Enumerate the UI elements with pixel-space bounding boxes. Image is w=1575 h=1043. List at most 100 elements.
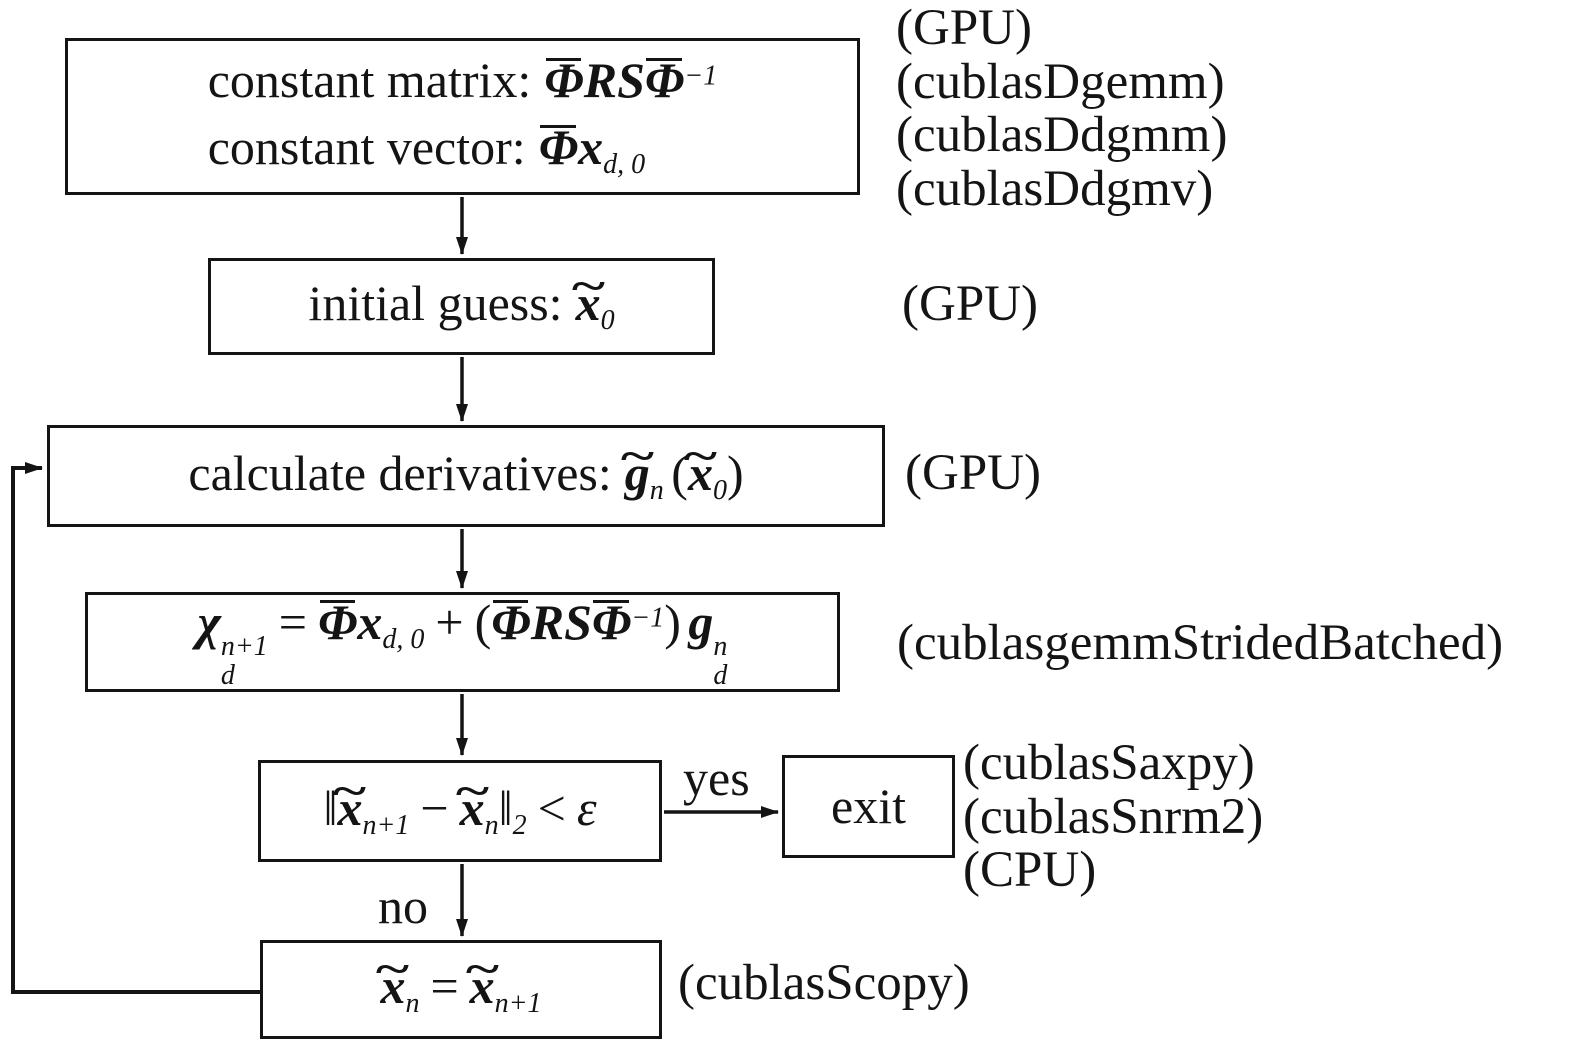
g-symbol: g [688,593,714,650]
rs-symbols: RS [583,51,645,108]
less-than-sign: < [537,779,566,836]
constant-vector-label: constant vector: [207,119,526,176]
constant-vector-expression: Φxd, 0 [539,119,645,180]
norm-close: ‖ [498,779,513,836]
annotation-line: (cublasSaxpy) [963,735,1255,791]
overbar [593,599,629,604]
x-symbol: x [575,275,601,332]
tilde-accent: ~ [683,432,718,480]
phi-bar-symbol: Φ [539,119,578,177]
norm-open: ‖ [323,779,338,836]
convergence-box: ‖~xn+1−~xn‖2<ε [258,760,662,862]
overbar [646,57,682,61]
tilde-accent: ~ [376,946,410,994]
phi-bar-symbol: Φ [318,594,357,652]
constants-annotations: (GPU) (cublasDgemm) (cublasDdgmm) (cubla… [896,0,1228,217]
copy-line: ~xn=~xn+1 [376,949,542,1020]
initial-guess-line: initial guess:~x0 [308,266,614,337]
norm-subscript: 2 [512,809,527,841]
annotation-line: (GPU) [896,0,1032,56]
overbar [540,125,576,129]
annotation-line: (cublasDdgmm) [896,107,1228,164]
phi-symbol: Φ [544,51,584,108]
phi-bar-symbol: Φ [592,594,631,652]
phi-symbol: Φ [644,51,685,108]
copy-box: ~xn=~xn+1 [260,940,662,1039]
phi-symbol: Φ [591,593,632,650]
x-symbol: x [459,779,485,836]
chi-symbol: χ [197,593,221,650]
rs-symbols: RS [530,593,592,650]
open-paren: ( [671,444,688,501]
x-tilde-symbol: ~x [571,266,604,333]
x-symbol: x [337,779,363,836]
g-subscript: n [649,474,664,506]
x-symbol: x [380,958,406,1015]
initial-annotation: (GPU) [902,276,1038,332]
overbar [319,599,356,604]
yes-edge-label: yes [683,750,750,806]
x-tilde-symbol: ~x [684,435,717,503]
annotation-line: (CPU) [963,842,1097,899]
loop-back-arrow [11,462,260,994]
x-subscript: n+1 [494,988,542,1020]
annotation-line: (cublasSnrm2) [963,788,1264,845]
convergence-line: ‖~xn+1−~xn‖2<ε [323,770,596,842]
tilde-accent: ~ [455,767,489,815]
phi-symbol: Φ [317,593,358,650]
inverse-exponent: −1 [684,60,718,92]
x-tilde-symbol: ~x [333,770,366,838]
phi-symbol: Φ [538,119,579,176]
derivatives-box: calculate derivatives:~gn(~x0) [47,425,885,527]
close-paren: ) [726,444,744,501]
minus-sign: − [420,779,449,836]
x-subscript: 0 [600,305,615,337]
x-symbol: x [469,958,495,1015]
x-subscript: n+1 [362,809,410,841]
copy-annotation: (cublasScopy) [678,955,970,1011]
equals-sign: = [430,958,459,1015]
g-symbol: g [624,444,650,501]
phi-bar-symbol: Φ [645,52,684,110]
tilde-accent: ~ [620,432,654,480]
annotation-line: (cublasDdgmv) [896,160,1214,217]
x-symbol: x [357,593,383,650]
x-tilde-symbol: ~x [466,949,499,1016]
exit-box: exit [782,755,955,858]
x-symbol: x [687,444,713,501]
phi-x-term: Φxd, 0 [318,593,424,655]
x-subscript: d, 0 [382,623,425,655]
close-paren: ) [664,593,681,650]
chi-subscript: d [220,659,235,691]
g-tilde-symbol: ~g [621,435,654,503]
initial-guess-box: initial guess:~x0 [208,258,715,355]
annotation-line: (cublasDgemm) [896,53,1225,110]
tilde-accent: ~ [571,263,605,311]
phi-symbol: Φ [491,593,531,650]
derivatives-annotation: (GPU) [905,445,1041,501]
tilde-accent: ~ [333,767,367,815]
plus-sign: + [435,593,464,650]
g-subscript: d [713,659,728,691]
open-paren: ( [474,593,492,650]
g-superscript: n [713,631,728,663]
x-subscript: 0 [712,474,727,506]
constant-vector-line: constant vector:Φxd, 0 [208,119,645,181]
x-subscript: n [484,809,499,841]
x-symbol: x [578,119,604,176]
initial-guess-expression: ~x0 [571,266,614,337]
no-edge-label: no [378,878,428,934]
equals-sign: = [278,593,307,650]
overbar [492,599,529,604]
tilde-accent: ~ [465,946,499,994]
x-subscript: n [405,988,420,1020]
